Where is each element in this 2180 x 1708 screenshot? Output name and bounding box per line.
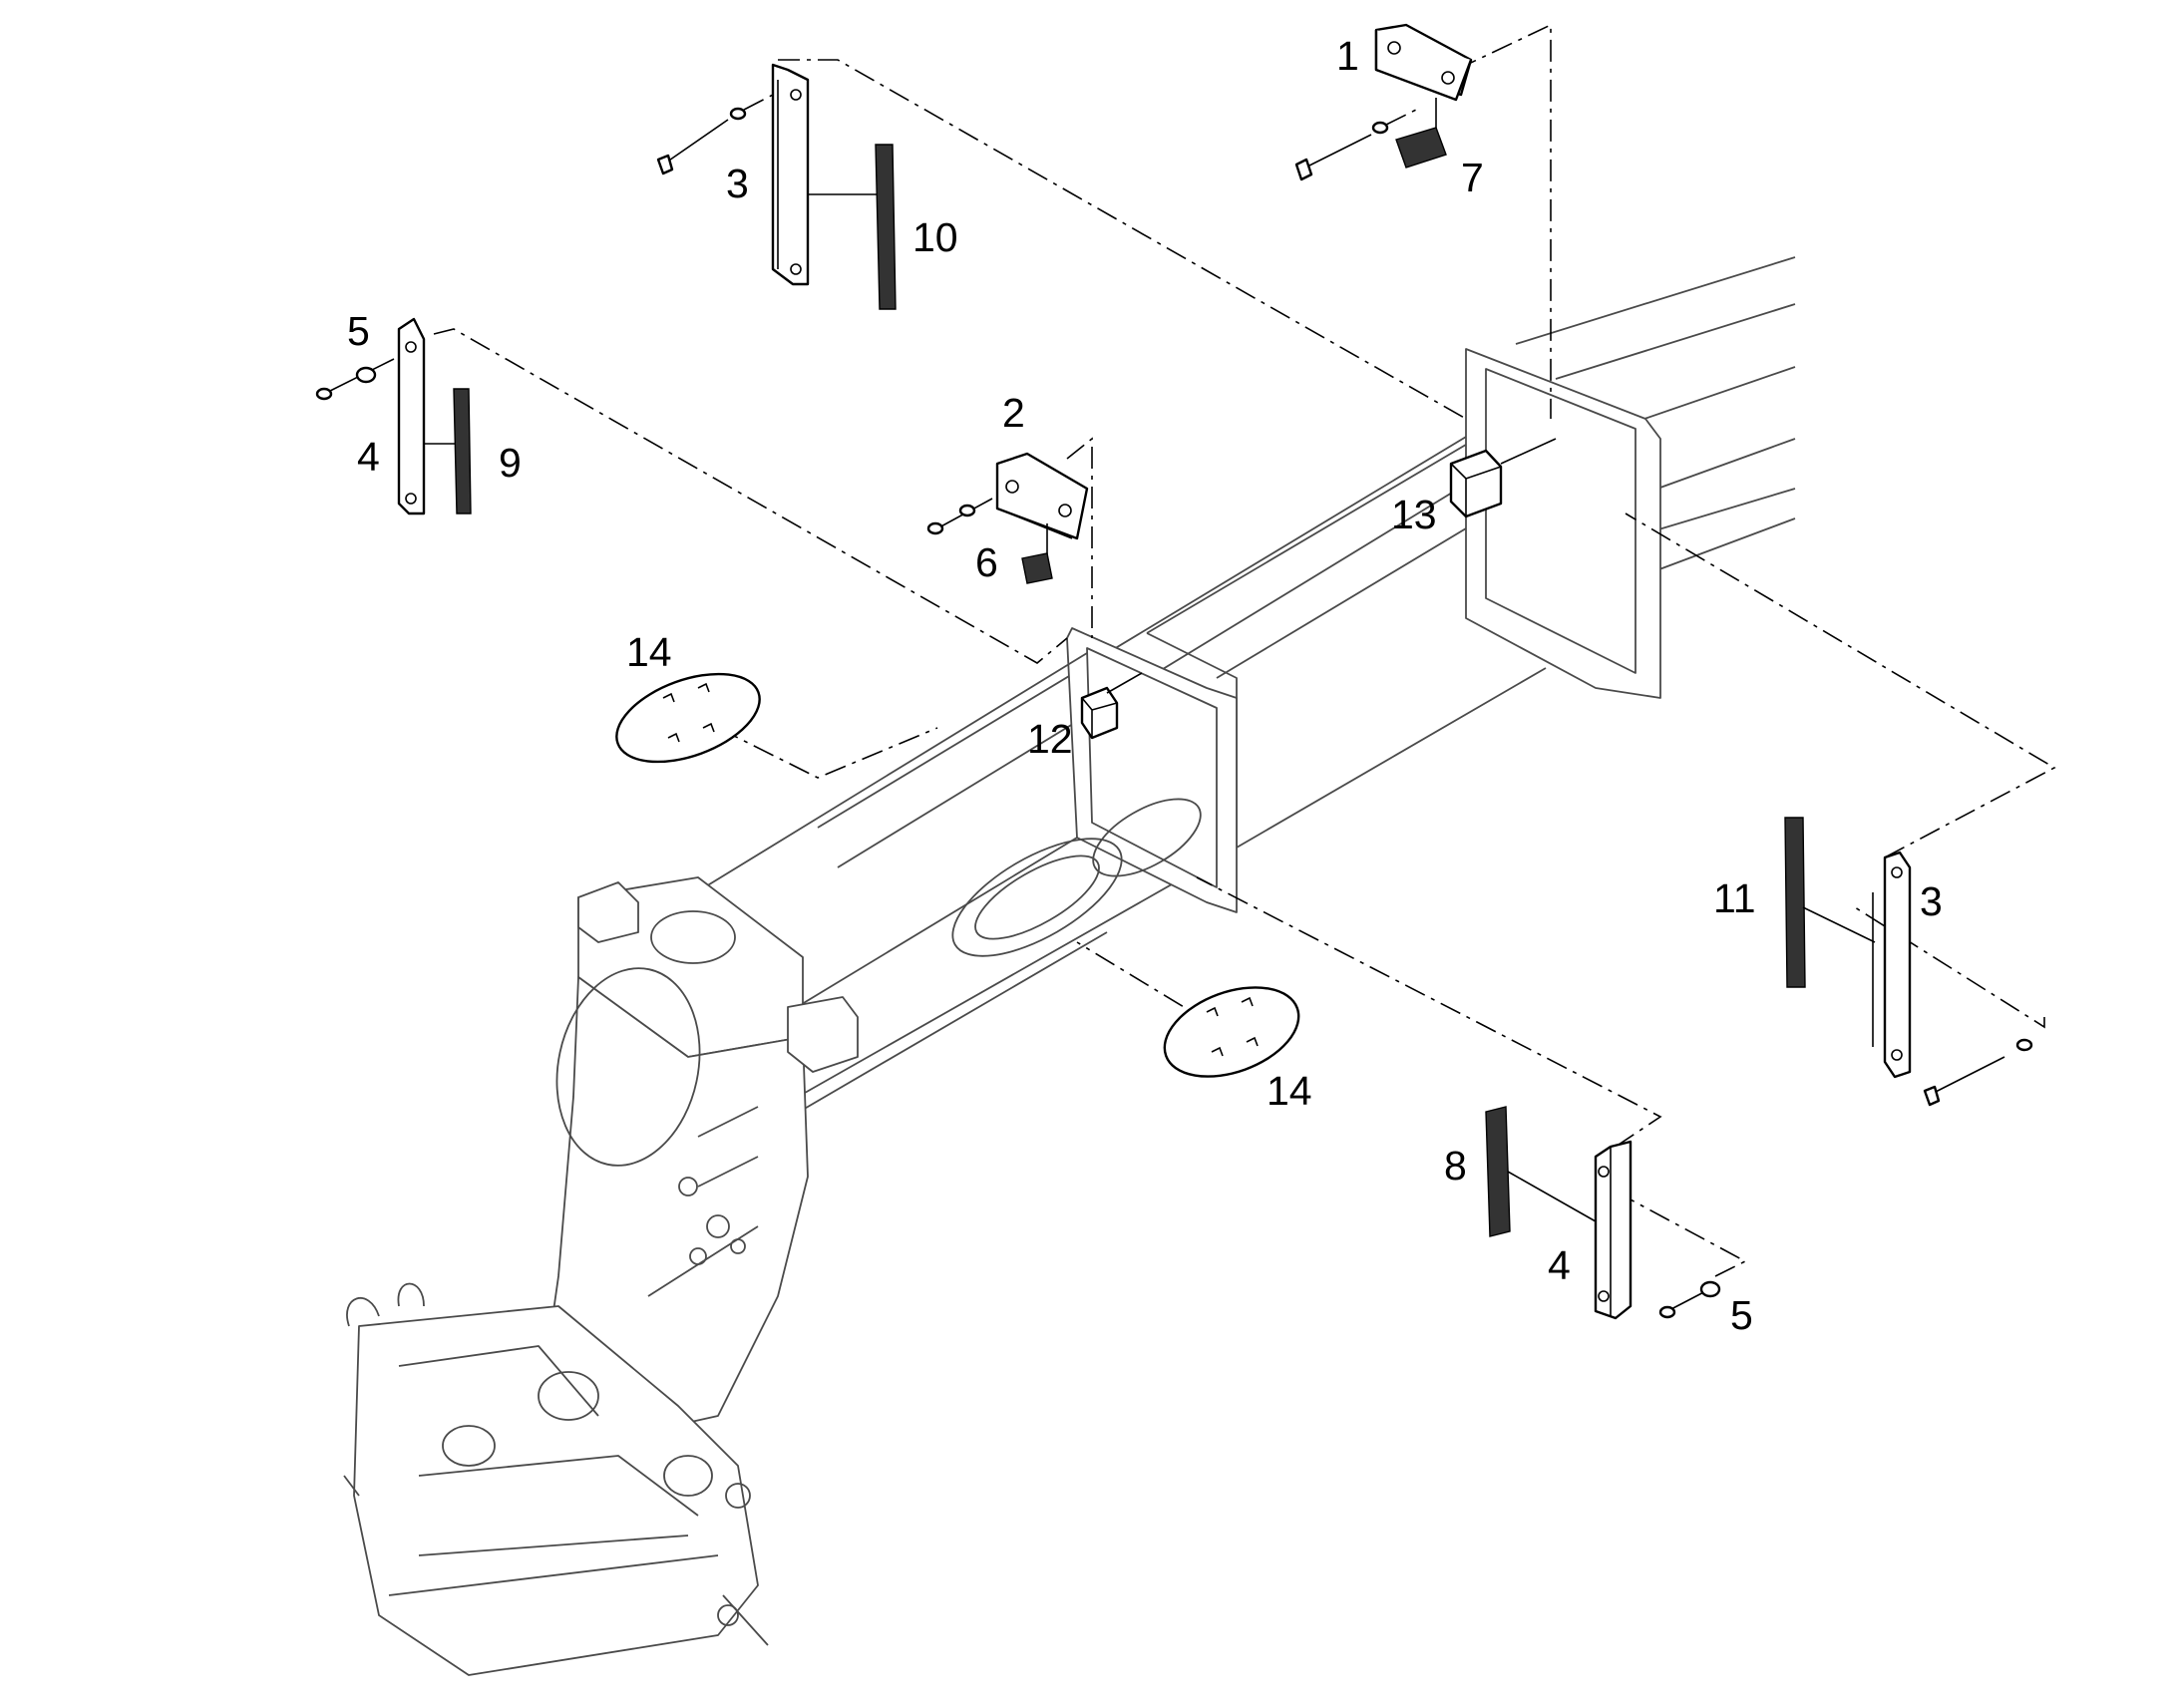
callout-11: 11: [1713, 875, 1756, 921]
part-5-nut-washer-left: [315, 358, 395, 401]
part-8-wear-strip: [1485, 1106, 1597, 1237]
telescopic-boom: [343, 256, 1796, 1676]
part-14-cover-plate-left: [615, 672, 761, 764]
bolt-near-part-1: [1294, 109, 1417, 181]
bolt-near-part-3-right: [1923, 1038, 2033, 1107]
part-2-bracket: [995, 452, 1089, 558]
bolt-near-part-2: [926, 498, 993, 535]
callout-labels: 1 2 3 3 4 4 5 5 6 7 8 9 10 11 12 13 14 1…: [347, 33, 1943, 1338]
part-4-wear-plate-left: [397, 317, 459, 515]
callout-5-bottom: 5: [1730, 1292, 1753, 1338]
callout-14-right: 14: [1267, 1068, 1312, 1114]
callout-3-top: 3: [726, 161, 749, 206]
callout-12: 12: [1027, 716, 1073, 762]
part-13-block: [1449, 438, 1557, 518]
part-6-pad: [1021, 552, 1053, 584]
part-3-wear-plate-right: [1872, 851, 1912, 1079]
callout-14-left: 14: [626, 629, 672, 675]
callout-4-left: 4: [357, 434, 380, 480]
callout-4-bottom: 4: [1548, 1242, 1571, 1288]
part-1-bracket: [1374, 23, 1473, 130]
part-12-block: [1080, 672, 1143, 740]
callout-3-right: 3: [1920, 878, 1943, 924]
part-9-wear-strip: [453, 388, 472, 514]
callout-6: 6: [975, 539, 998, 585]
callout-13: 13: [1391, 492, 1437, 537]
callout-8: 8: [1444, 1143, 1467, 1189]
part-3-wear-plate-top: [771, 63, 878, 286]
bolt-near-part-3-top: [656, 94, 774, 175]
callout-1: 1: [1336, 33, 1359, 79]
assembly-lines: [433, 23, 2056, 1277]
callout-9: 9: [499, 440, 522, 486]
part-5-nut-washer-bottom: [1658, 1280, 1721, 1319]
callout-7: 7: [1461, 155, 1484, 200]
part-11-wear-strip: [1784, 817, 1876, 988]
callout-5-left: 5: [347, 308, 370, 354]
part-4-wear-plate-bottom: [1594, 1140, 1633, 1320]
part-10-wear-strip: [875, 144, 897, 310]
callout-2: 2: [1002, 390, 1025, 436]
callout-10: 10: [912, 214, 958, 260]
part-7-pad: [1395, 127, 1447, 169]
part-14-cover-plate-right: [1163, 986, 1300, 1078]
